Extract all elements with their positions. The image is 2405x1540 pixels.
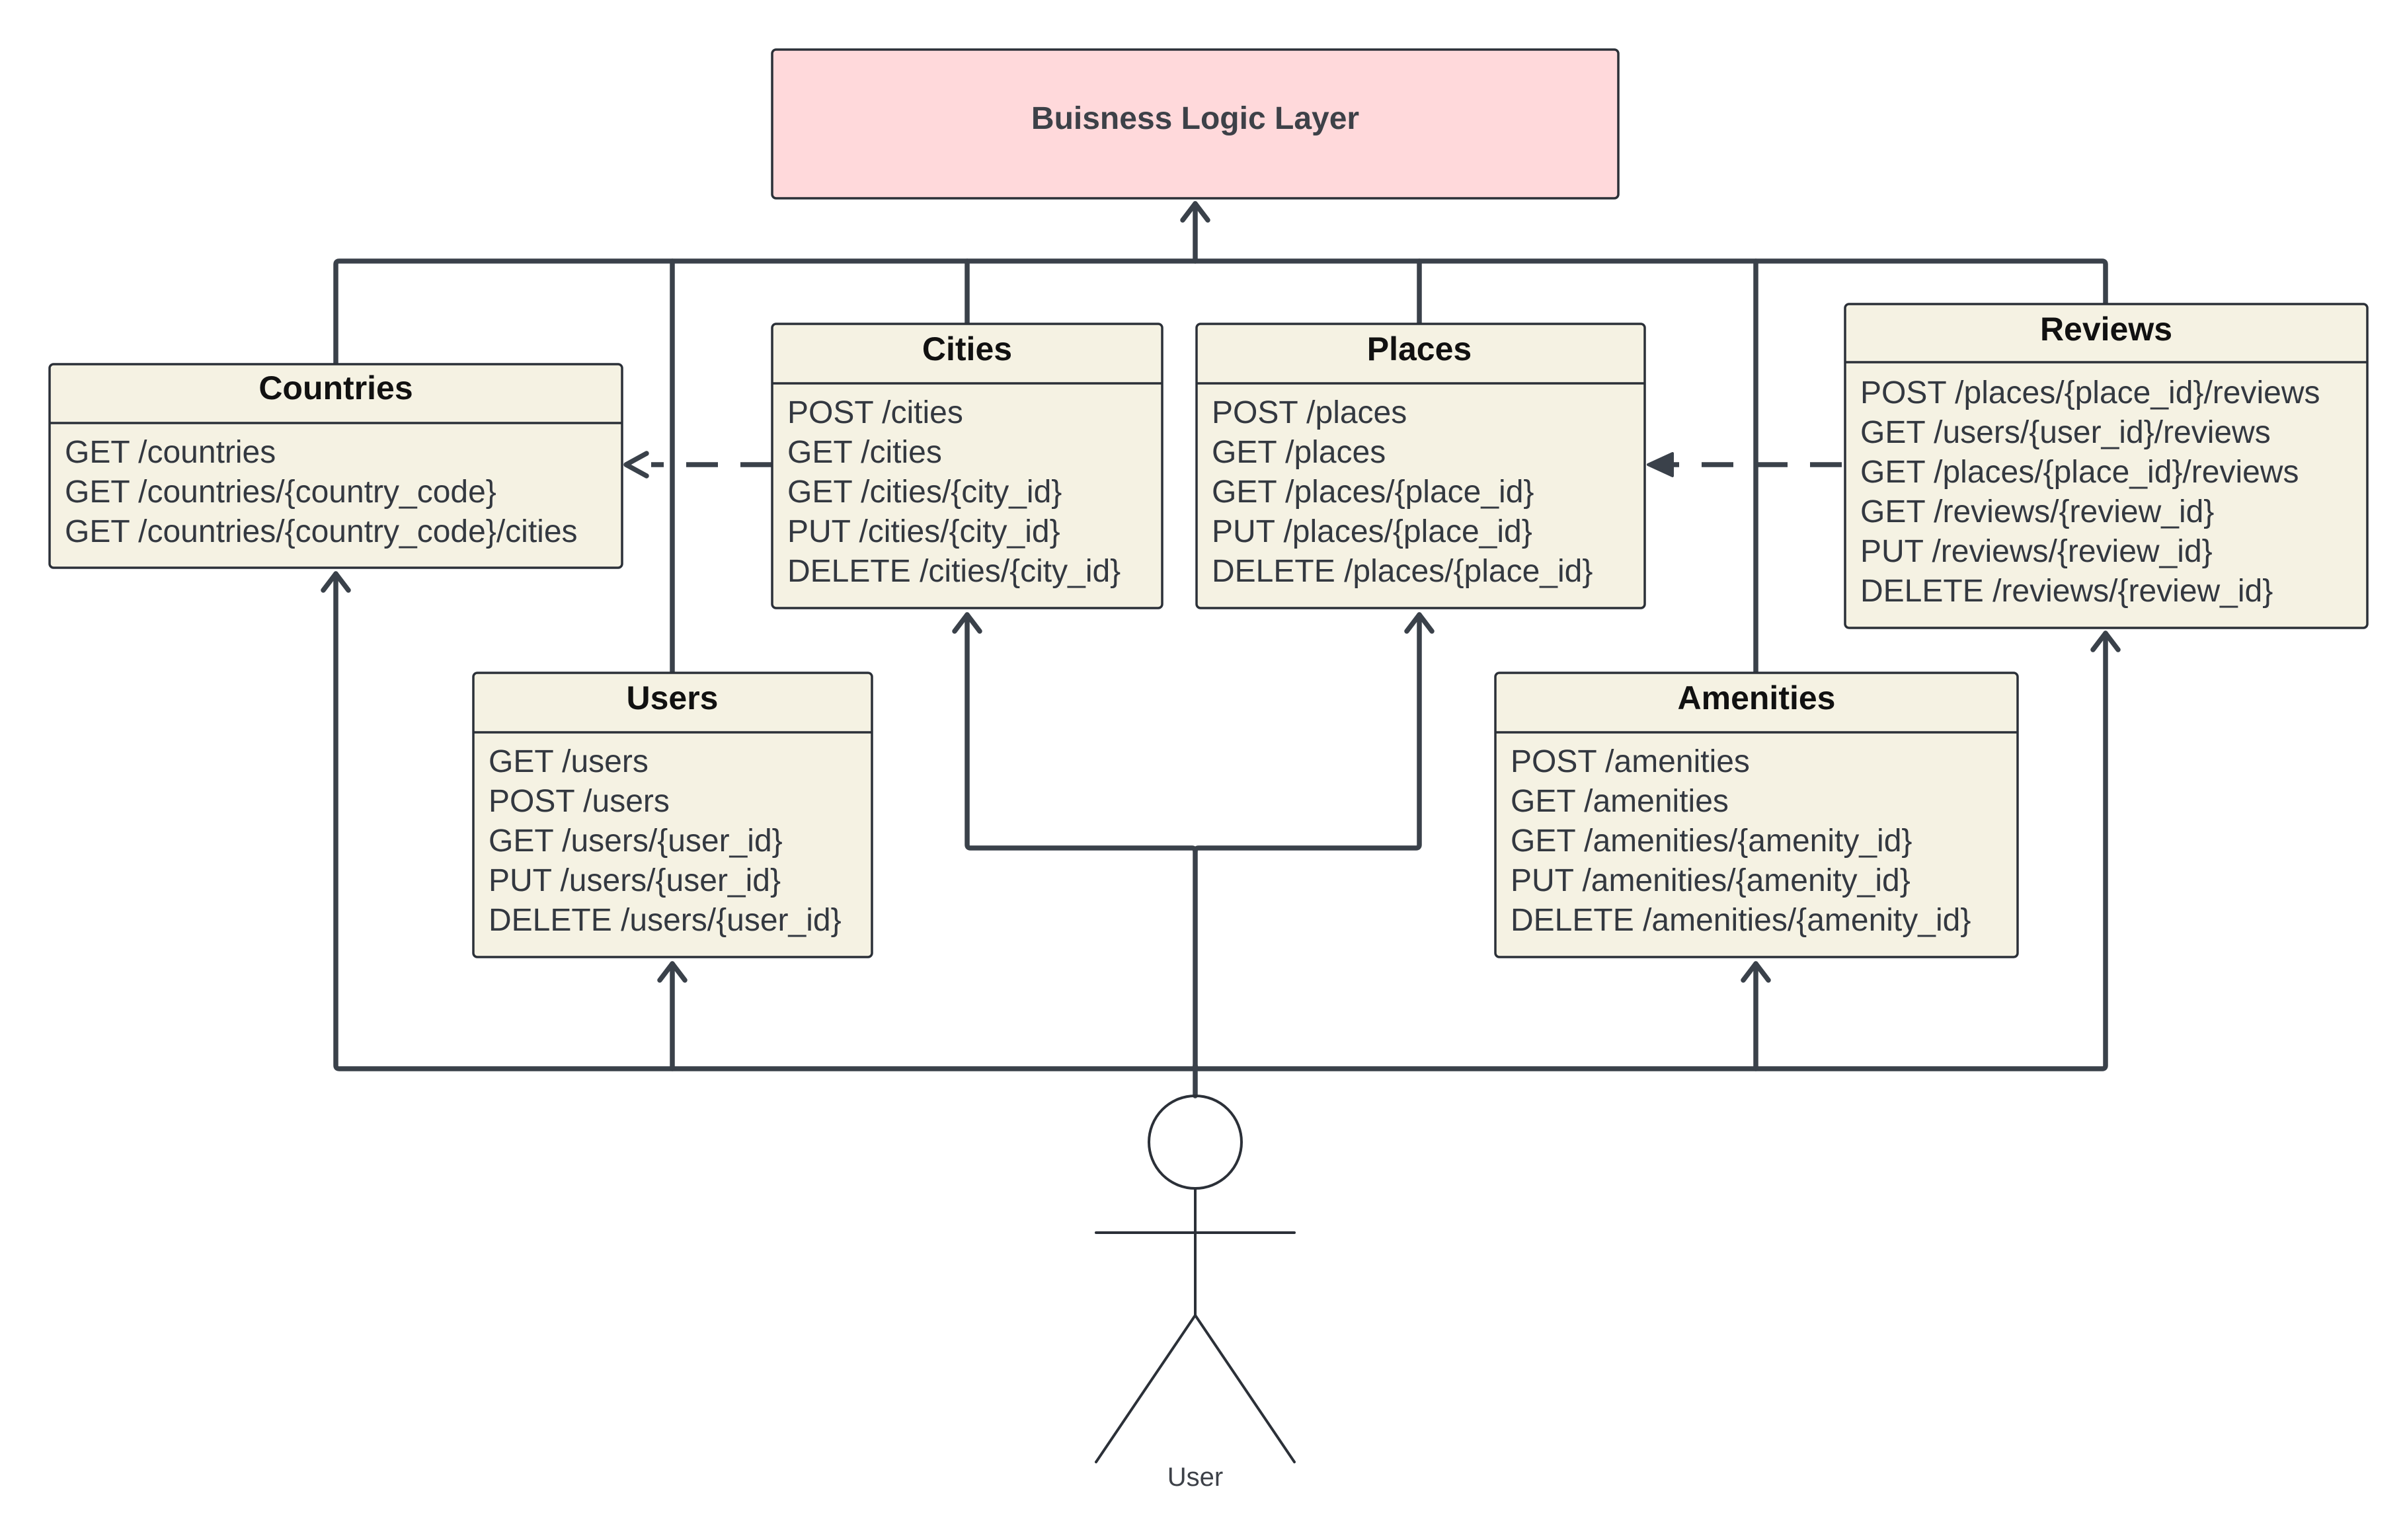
class-box [1844,303,2369,629]
endpoint: GET /users/{user_id} [489,824,783,859]
bll-arrowhead [1180,201,1210,223]
endpoint: GET /countries [65,435,276,470]
endpoint: GET /countries/{country_code}/cities [65,514,578,549]
endpoint: DELETE /users/{user_id} [489,903,842,938]
endpoint: POST /amenities [1511,744,1750,779]
class-box [48,363,623,569]
endpoint: GET /amenities [1511,784,1729,819]
endpoint: POST /cities [787,395,963,430]
endpoint: GET /reviews/{review_id} [1860,494,2214,529]
actor-right-leg [1194,1314,1296,1463]
endpoint: GET /amenities/{amenity_id} [1511,824,1912,859]
edge-reviews-to-bll [1193,258,2108,305]
endpoint: DELETE /reviews/{review_id} [1860,574,2273,609]
class-title: Users [627,679,719,716]
endpoint: POST /places [1212,395,1407,430]
cities-arrowhead [952,612,982,634]
endpoint: GET /places [1212,435,1386,470]
endpoint: PUT /cities/{city_id} [787,514,1060,549]
class-title: Reviews [2040,311,2172,348]
endpoint: GET /places/{place_id} [1212,475,1534,510]
actor-label: User [1167,1463,1223,1492]
edge-user-to-bus [1193,612,1422,1098]
class-box [472,672,873,958]
class-title: Places [1367,330,1472,367]
endpoint: PUT /users/{user_id} [489,863,781,898]
edge-countries-to-bll [333,258,1198,367]
endpoint: GET /countries/{country_code} [65,475,496,510]
class-cities: Cities POST /cities GET /cities GET /cit… [771,323,1163,609]
class-box [771,323,1163,609]
places-dashed-arrowhead [1647,452,1674,477]
class-box [1195,323,1646,609]
edge-user-to-cities [965,612,1198,854]
class-box [1494,672,2019,958]
users-arrowhead [657,961,688,983]
countries-arrowhead [321,571,351,593]
reviews-arrowhead [2090,631,2121,652]
class-title: Countries [258,369,413,406]
class-amenities: Amenities POST /amenities GET /amenities… [1494,672,2019,958]
endpoint: POST /users [489,784,670,819]
endpoint: GET /places/{place_id}/reviews [1860,455,2299,490]
actor-left-leg [1095,1314,1197,1463]
endpoint: PUT /amenities/{amenity_id} [1511,863,1911,898]
actor-user: User [1095,1095,1296,1492]
countries-dashed-arrowhead [623,451,649,479]
endpoint: GET /cities [787,435,942,470]
edge-user-to-reviews [1193,631,2108,1071]
class-title: Cities [922,330,1012,367]
connectors [321,201,2121,1098]
endpoint: PUT /places/{place_id} [1212,514,1532,549]
endpoint: PUT /reviews/{review_id} [1860,534,2213,569]
places-arrowhead [1404,612,1435,634]
class-places: Places POST /places GET /places GET /pla… [1195,323,1646,609]
endpoint: POST /places/{place_id}/reviews [1860,375,2320,410]
business-logic-layer: Buisness Logic Layer [771,48,1620,200]
endpoint: DELETE /places/{place_id} [1212,554,1593,589]
class-title: Amenities [1678,679,1836,716]
actor-head [1148,1095,1243,1190]
endpoint: GET /users [489,744,649,779]
endpoint: DELETE /cities/{city_id} [787,554,1121,589]
business-logic-layer-label: Buisness Logic Layer [1031,101,1359,136]
endpoint: GET /users/{user_id}/reviews [1860,415,2271,450]
class-reviews: Reviews POST /places/{place_id}/reviews … [1844,303,2369,629]
class-countries: Countries GET /countries GET /countries/… [48,363,623,569]
class-users: Users GET /users POST /users GET /users/… [472,672,873,958]
endpoint: DELETE /amenities/{amenity_id} [1511,903,1971,938]
business-logic-layer-box [771,48,1620,200]
endpoint: GET /cities/{city_id} [787,475,1062,510]
amenities-arrowhead [1741,961,1771,983]
